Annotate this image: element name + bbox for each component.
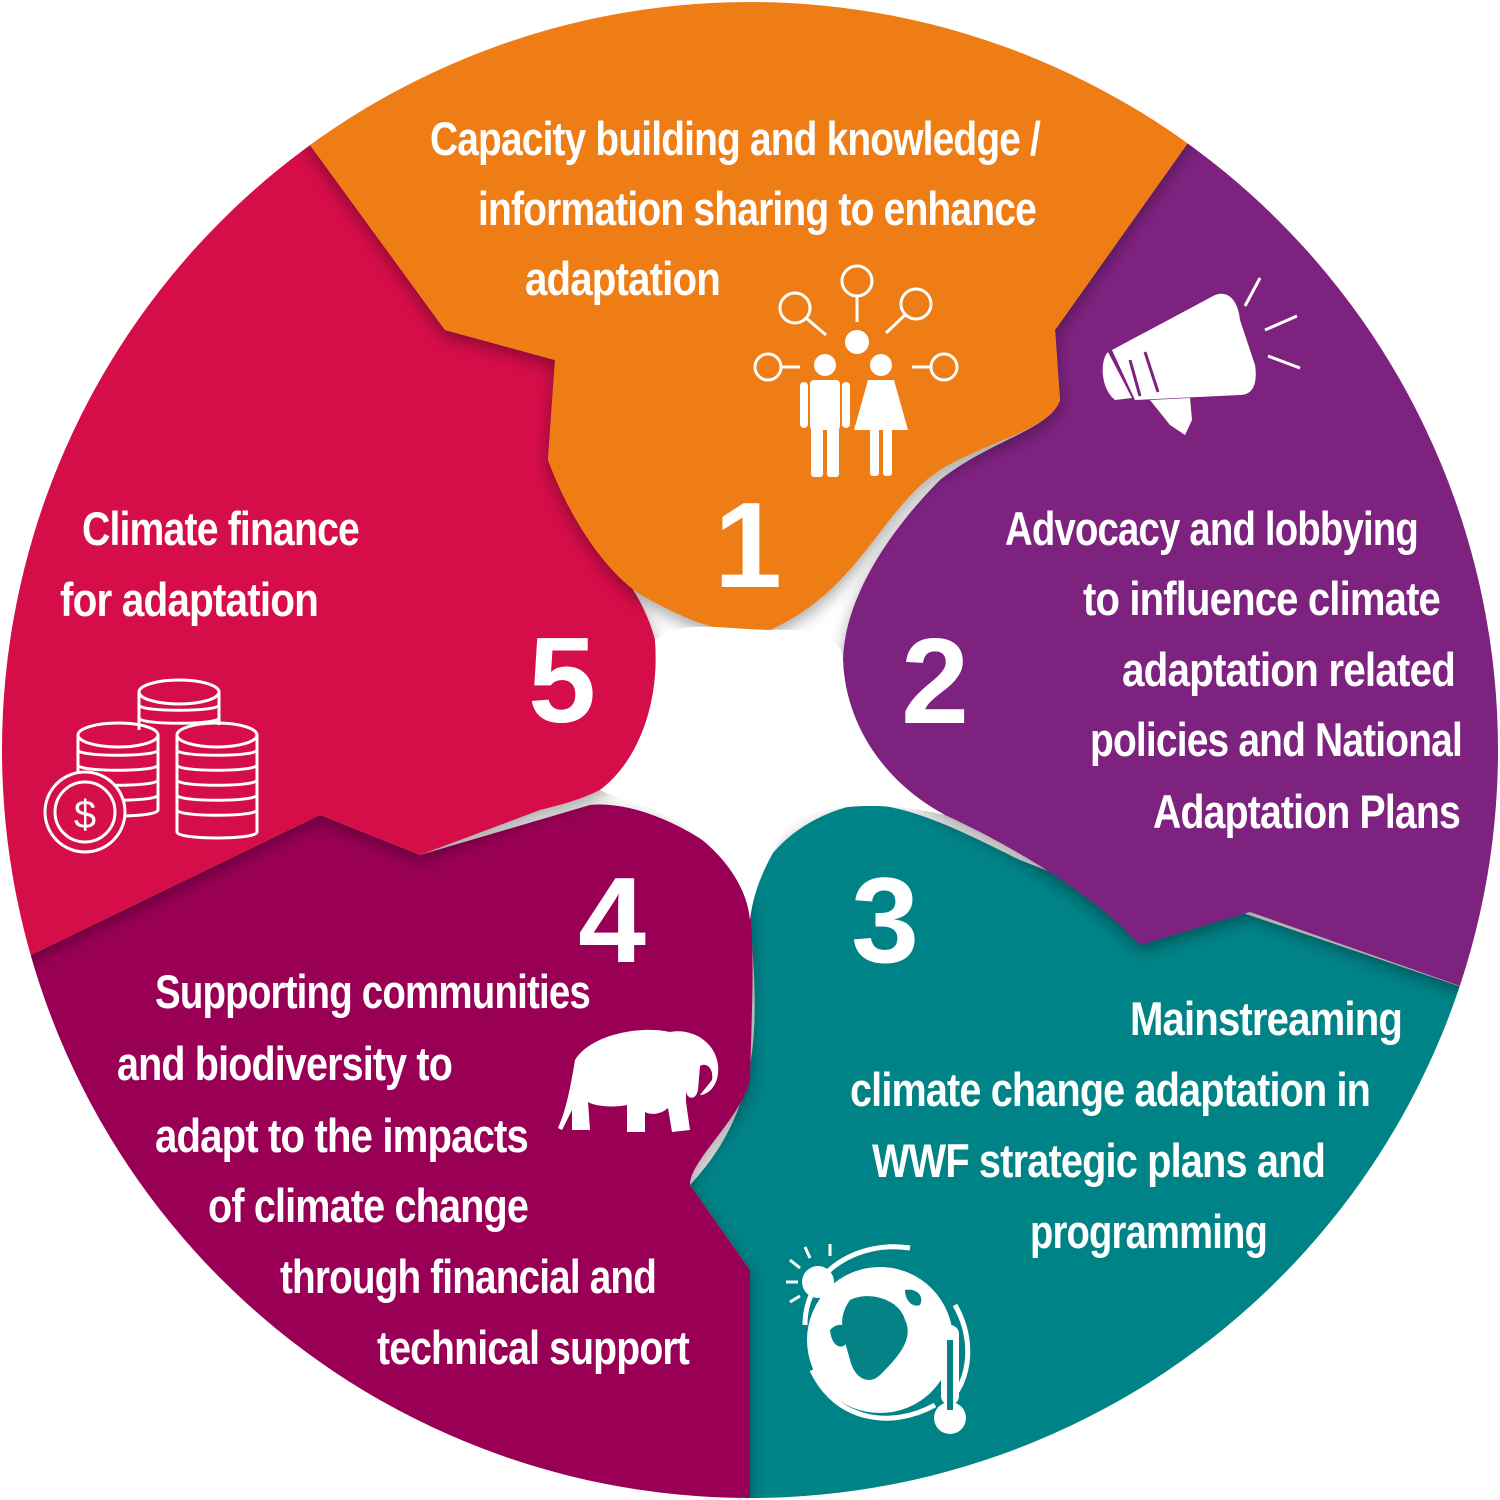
segment-4-line: through financial and: [280, 1250, 656, 1303]
segment-4-line: technical support: [377, 1321, 690, 1374]
elephant-icon: [558, 1029, 719, 1132]
segment-1-label: Capacity building and knowledge / inform…: [430, 112, 1042, 305]
segment-1-line: information sharing to enhance: [478, 182, 1036, 235]
segment-3-label: Mainstreaming climate change adaptation …: [850, 992, 1403, 1258]
globe-thermometer-icon: [786, 1244, 971, 1434]
svg-text:$: $: [74, 793, 96, 837]
segment-4-line: adapt to the impacts: [155, 1109, 528, 1162]
segment-5-line: for adaptation: [60, 573, 318, 626]
segment-5-label: Climate finance for adaptation: [60, 502, 360, 626]
coins-dollar-icon: $: [43, 678, 259, 854]
segment-3-line: WWF strategic plans and: [872, 1134, 1325, 1187]
segment-1-shape: [310, 2, 1190, 632]
segment-4-line: and biodiversity to: [117, 1037, 452, 1090]
segment-2-line: to influence climate: [1083, 572, 1440, 625]
segment-4-line: of climate change: [208, 1179, 528, 1232]
segment-2-label: Advocacy and lobbying to influence clima…: [1005, 502, 1463, 838]
segment-2-line: Advocacy and lobbying: [1005, 502, 1418, 555]
people-network-icon: [753, 264, 959, 477]
segment-3-line: programming: [1030, 1205, 1267, 1258]
megaphone-icon: [1102, 277, 1301, 435]
segment-5-line: Climate finance: [82, 502, 359, 555]
segment-2-number: 2: [901, 613, 969, 749]
segment-1-line: Capacity building and knowledge /: [430, 112, 1041, 165]
center-hole: [600, 626, 945, 920]
segment-2-line: Adaptation Plans: [1153, 785, 1460, 838]
segment-2-shape: [843, 140, 1498, 1000]
segment-1-line: adaptation: [525, 252, 720, 305]
segment-2-line: policies and National: [1090, 713, 1462, 766]
segment-4-label: Supporting communities and biodiversity …: [117, 965, 691, 1374]
segment-3-line: climate change adaptation in: [850, 1063, 1370, 1116]
segment-2-line: adaptation related: [1122, 643, 1455, 696]
segment-4-line: Supporting communities: [155, 965, 590, 1018]
segment-5-number: 5: [528, 612, 596, 748]
segment-4-number: 4: [578, 852, 646, 988]
segment-1-number: 1: [714, 477, 782, 613]
segment-3-line: Mainstreaming: [1130, 992, 1402, 1045]
segment-3-number: 3: [851, 852, 919, 988]
